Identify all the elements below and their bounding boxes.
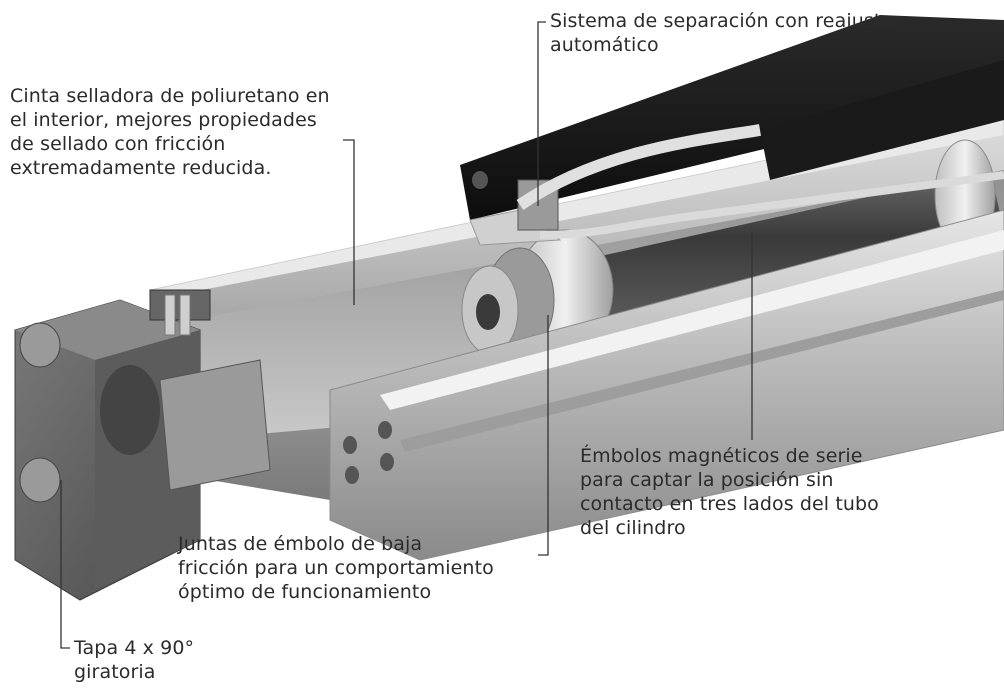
leader-line-separation bbox=[537, 21, 546, 206]
leader-line-end-cap bbox=[60, 480, 70, 649]
callout-piston-seals: Juntas de émbolo de baja fricción para u… bbox=[178, 533, 494, 603]
callout-end-cap: Tapa 4 x 90° giratoria bbox=[74, 637, 195, 683]
callout-sealing-tape: Cinta selladora de poliuretano en el int… bbox=[10, 85, 330, 179]
leader-line-sealing-tape bbox=[343, 139, 355, 305]
leader-line-piston-seals bbox=[538, 315, 549, 556]
callout-separation-system: Sistema de separación con reajuste autom… bbox=[550, 10, 894, 56]
callout-magnetic-pistons: Émbolos magnéticos de serie para captar … bbox=[580, 445, 879, 539]
